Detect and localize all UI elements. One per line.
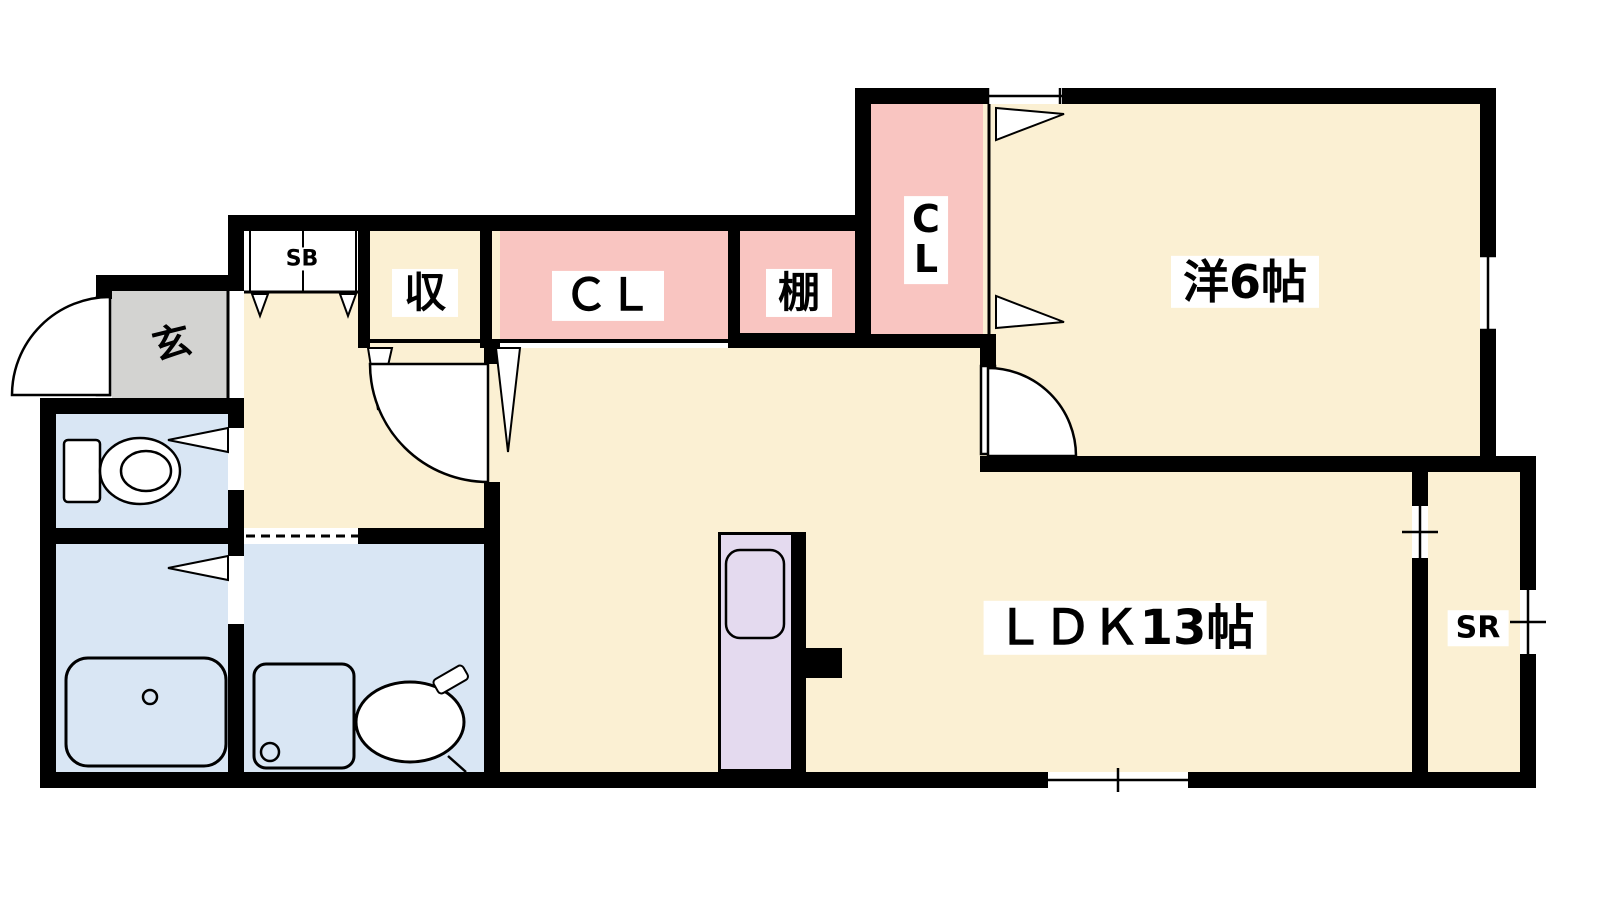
bathroom-fill [56, 544, 228, 772]
window-western-top [988, 88, 1062, 104]
wall-segment [358, 215, 370, 348]
wall-segment [728, 215, 740, 348]
label-storage-shu: 収 [391, 268, 459, 318]
window-ldk-bottom [1048, 772, 1188, 788]
wall-segment [228, 398, 244, 428]
label-closet-top: ＣＬ [552, 270, 664, 322]
wall-segment [228, 490, 244, 528]
wall-segment [40, 772, 1536, 788]
wall-segment [228, 215, 868, 231]
wall-segment [56, 528, 228, 544]
wall-segment [40, 398, 244, 414]
wall-segment [484, 340, 500, 364]
wall-segment [728, 333, 871, 348]
wall-segment [794, 648, 842, 678]
label-closet-vertical-l: L [913, 237, 939, 281]
label-shoe-box: SB [281, 247, 323, 271]
window-sr-left [1412, 506, 1428, 558]
wall-segment [228, 624, 244, 772]
wall-segment [40, 398, 56, 788]
kitchen-counter [718, 532, 794, 772]
wall-segment [96, 275, 112, 299]
wall-segment [96, 275, 235, 291]
label-storage-room: SR [1447, 610, 1509, 646]
toilet-room-fill [56, 414, 228, 528]
label-ldk: ＬＤＫ13帖 [983, 600, 1267, 656]
entrance-fill [112, 291, 228, 398]
wall-segment [228, 528, 244, 556]
wall-segment [980, 348, 996, 368]
wall-segment [980, 456, 1536, 472]
label-closet-vertical: C L [904, 196, 948, 284]
window-sr-right [1520, 590, 1536, 654]
wall-segment [484, 482, 500, 528]
window-western-right [1480, 256, 1496, 330]
label-closet-vertical-c: C [912, 197, 940, 242]
label-shelf-tana: 棚 [765, 268, 833, 318]
wall-segment [358, 528, 500, 544]
entrance-door-leaf [95, 295, 112, 397]
wall-segment [855, 334, 996, 348]
wall-segment [228, 215, 244, 291]
entrance-door-arc [10, 295, 112, 397]
label-western-room: 洋6帖 [1170, 255, 1320, 309]
washroom-fill [244, 544, 484, 772]
wall-segment [855, 88, 1496, 104]
wall-segment [480, 215, 492, 348]
wall-segment [484, 528, 500, 772]
